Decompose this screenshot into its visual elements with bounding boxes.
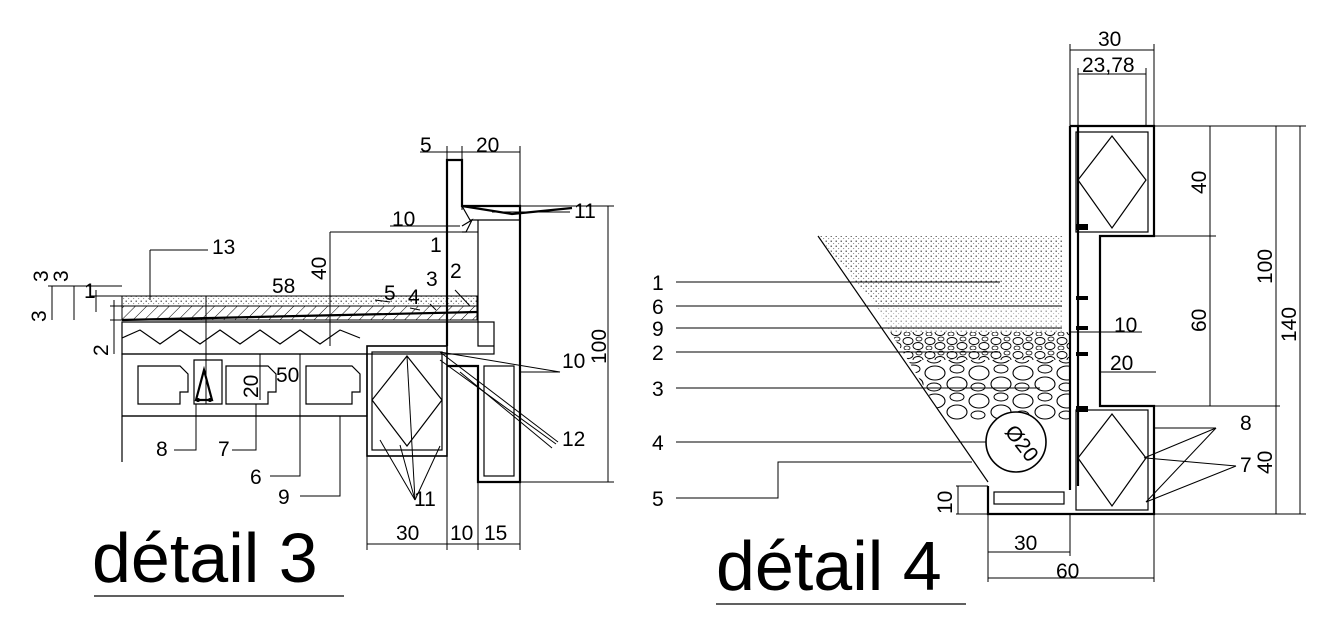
dim-2b: 2 [450,260,462,283]
dim-20b: 20 [240,375,263,398]
dim-4: 4 [408,286,420,309]
dim-3b: 3 [28,310,51,322]
dim-50: 50 [276,364,299,387]
dim-2: 2 [90,344,113,356]
sand-fill [818,236,1062,306]
stone-fill [908,360,1070,420]
dim-10: 10 [1114,314,1137,337]
dim-20: 20 [1110,352,1133,375]
label-5: 5 [652,488,664,511]
label-9: 9 [652,318,664,341]
dim-3a: 3 [50,270,73,282]
detail-3-title: détail 3 [92,519,318,597]
dim-30-bottom: 30 [1014,532,1037,555]
retaining-wall [986,124,1156,516]
detail-4: 30 23,78 40 60 100 140 10 20 40 10 30 60… [652,28,1306,605]
label-6: 6 [250,466,262,489]
label-11-top: 11 [574,200,596,223]
dimension-lines-d3 [48,146,614,550]
label-3: 3 [652,378,664,401]
dim-60-bottom: 60 [1056,560,1079,583]
dim-3c: 3 [30,270,53,282]
dim-5b: 5 [384,282,396,305]
dim-40: 40 [308,257,331,280]
screed-layer [121,295,478,307]
detail-3: 5 20 10 40 58 100 3 3 3 1 2 50 20 30 10 … [28,134,614,597]
label-9: 9 [278,486,290,509]
dim-40-lower: 40 [1254,451,1277,474]
label-12: 12 [562,428,585,451]
dim-100: 100 [1254,249,1277,284]
label-1: 1 [652,272,664,295]
label-11-bottom: 11 [414,488,436,511]
label-13: 13 [212,236,235,259]
dim-23-78: 23,78 [1082,54,1135,77]
dim-60: 60 [1188,309,1211,332]
label-1: 1 [430,234,442,257]
label-8: 8 [156,438,168,461]
dim-5: 5 [420,134,432,157]
dim-100: 100 [588,329,611,364]
label-7: 7 [1240,454,1252,477]
beam [366,345,448,457]
label-10: 10 [562,350,585,373]
dim-10-top: 10 [392,208,415,231]
label-2: 2 [652,342,664,365]
label-7: 7 [218,438,230,461]
label-8: 8 [1240,412,1252,435]
dim-40-upper: 40 [1188,171,1211,194]
dim-20: 20 [476,134,499,157]
dim-30-top: 30 [1098,28,1121,51]
fine-gravel-fill [876,306,1062,332]
label-4: 4 [652,432,664,455]
dim-58: 58 [272,275,295,298]
dimension-lines-d4 [676,44,1306,582]
dim-1: 1 [84,280,96,303]
dim-3d: 3 [426,268,438,291]
dim-140: 140 [1278,307,1301,342]
dim-30: 30 [396,522,419,545]
gravel-fill [890,332,1070,360]
concrete-topping-layer [121,321,495,355]
detail-4-title: détail 4 [716,527,942,605]
dim-15: 15 [484,522,507,545]
dim-10: 10 [450,522,473,545]
label-6: 6 [652,296,664,319]
dim-10-left: 10 [934,491,957,514]
